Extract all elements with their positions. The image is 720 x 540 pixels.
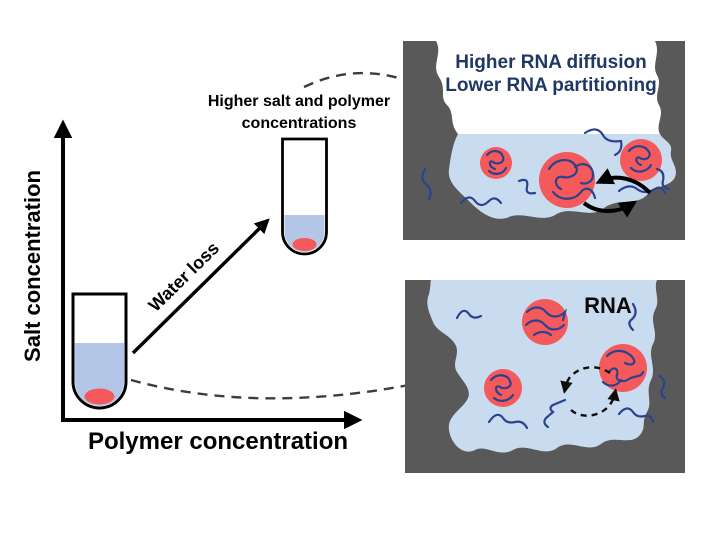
upper-tube-caption-line2: concentrations (242, 115, 357, 132)
condensate-pellet (292, 238, 317, 251)
rna-squiggles (421, 128, 671, 207)
zoom-leader-top (303, 71, 403, 89)
tube-liquid (75, 343, 124, 406)
upper-tube (281, 137, 328, 256)
solution-pool (427, 280, 658, 453)
rna-exchange-arrow-out (582, 200, 638, 218)
condensate-pellet (84, 388, 115, 405)
water-loss-arrow (131, 218, 270, 355)
rna-exchange-arrow-dashed-in (570, 388, 620, 417)
headspace-cavity (436, 41, 661, 134)
salt-polymer-plot: Salt concentration Polymer concentration… (20, 93, 390, 455)
y-axis-label: Salt concentration (20, 170, 45, 362)
zoom-leader-bottom (130, 378, 410, 400)
condensate-droplet (539, 152, 595, 208)
top-panel-title-line2: Lower RNA partitioning (445, 75, 656, 96)
bottom-panel: RNA (405, 280, 685, 473)
upper-tube-caption-line1: Higher salt and polymer (208, 93, 390, 110)
rna-exchange-arrow-dashed-out (560, 366, 611, 394)
top-panel: Higher RNA diffusion Lower RNA partition… (403, 41, 685, 240)
lower-tube (71, 292, 128, 410)
top-panel-title-line1: Higher RNA diffusion (455, 52, 646, 73)
x-axis-label: Polymer concentration (88, 428, 348, 455)
rna-exchange-arrow-in (595, 168, 652, 195)
condensate-droplet (599, 344, 647, 392)
condensate-droplet (522, 299, 568, 345)
rna-label: RNA (584, 293, 632, 318)
rna-squiggles (455, 302, 667, 430)
